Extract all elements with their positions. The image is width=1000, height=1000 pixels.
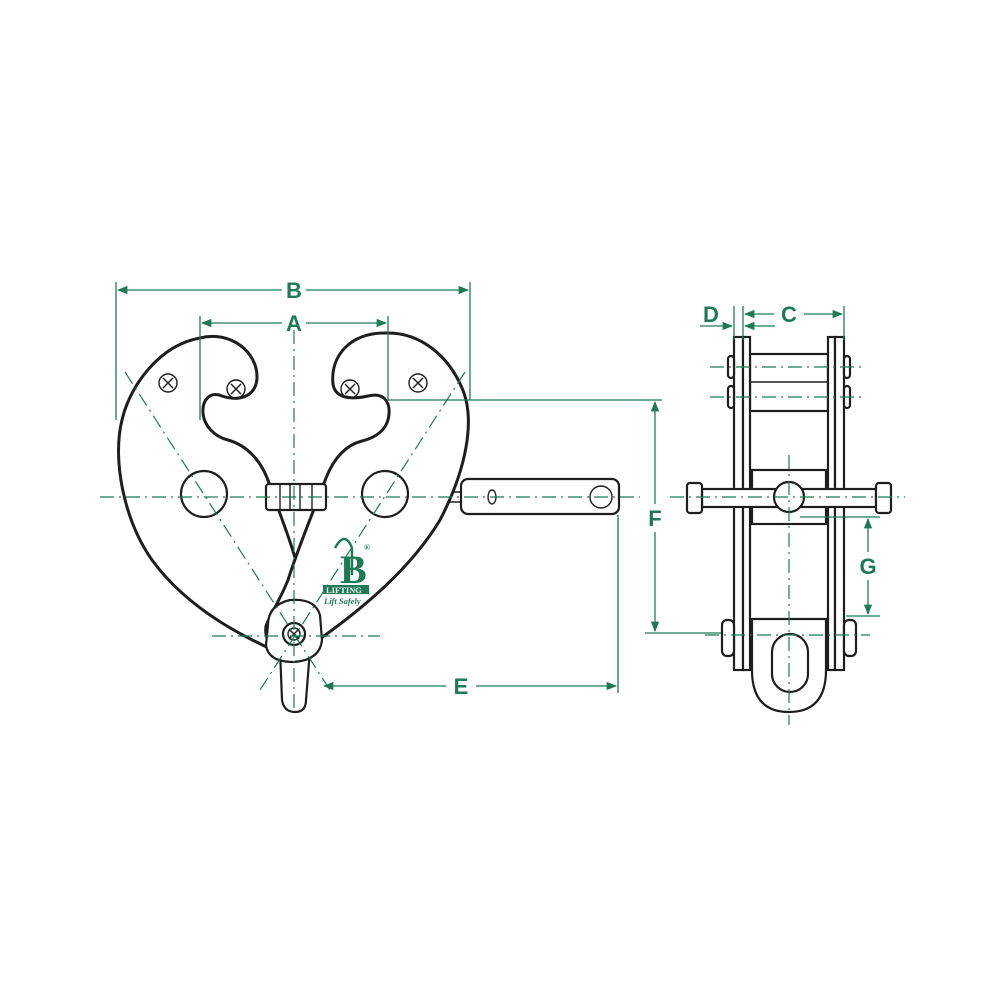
dimension-label-f: F — [648, 506, 661, 531]
screw-icon — [158, 373, 178, 393]
front-view: B ® LIFTING Lift Safely — [100, 330, 640, 714]
logo-tagline: Lift Safely — [323, 596, 361, 606]
brand-logo: B ® LIFTING Lift Safely — [323, 537, 370, 606]
left-jaw-hole — [179, 469, 229, 519]
dimension-label-a: A — [286, 311, 302, 336]
crank-handle — [440, 477, 621, 516]
right-jaw-hole — [360, 469, 410, 519]
dimension-label-d: D — [703, 302, 719, 327]
screw-icons — [158, 373, 428, 399]
dimension-label-c: C — [781, 302, 797, 327]
screw-icon — [340, 379, 360, 399]
front-centerlines — [100, 330, 640, 712]
dimension-label-g: G — [859, 554, 876, 579]
bottom-hook — [278, 648, 312, 714]
logo-brand: LIFTING — [326, 585, 362, 595]
side-centerlines — [670, 366, 905, 725]
side-view — [670, 335, 905, 725]
front-dimensions: B A E F — [115, 278, 790, 699]
screw-icon — [408, 373, 428, 393]
dimension-label-e: E — [454, 674, 469, 699]
side-dimensions: C D G — [700, 302, 880, 617]
dimension-label-b: B — [286, 278, 302, 303]
logo-mark: B — [340, 547, 367, 592]
logo-registered: ® — [364, 543, 370, 552]
bottom-rivets — [720, 618, 858, 658]
screw-icon — [226, 379, 246, 399]
